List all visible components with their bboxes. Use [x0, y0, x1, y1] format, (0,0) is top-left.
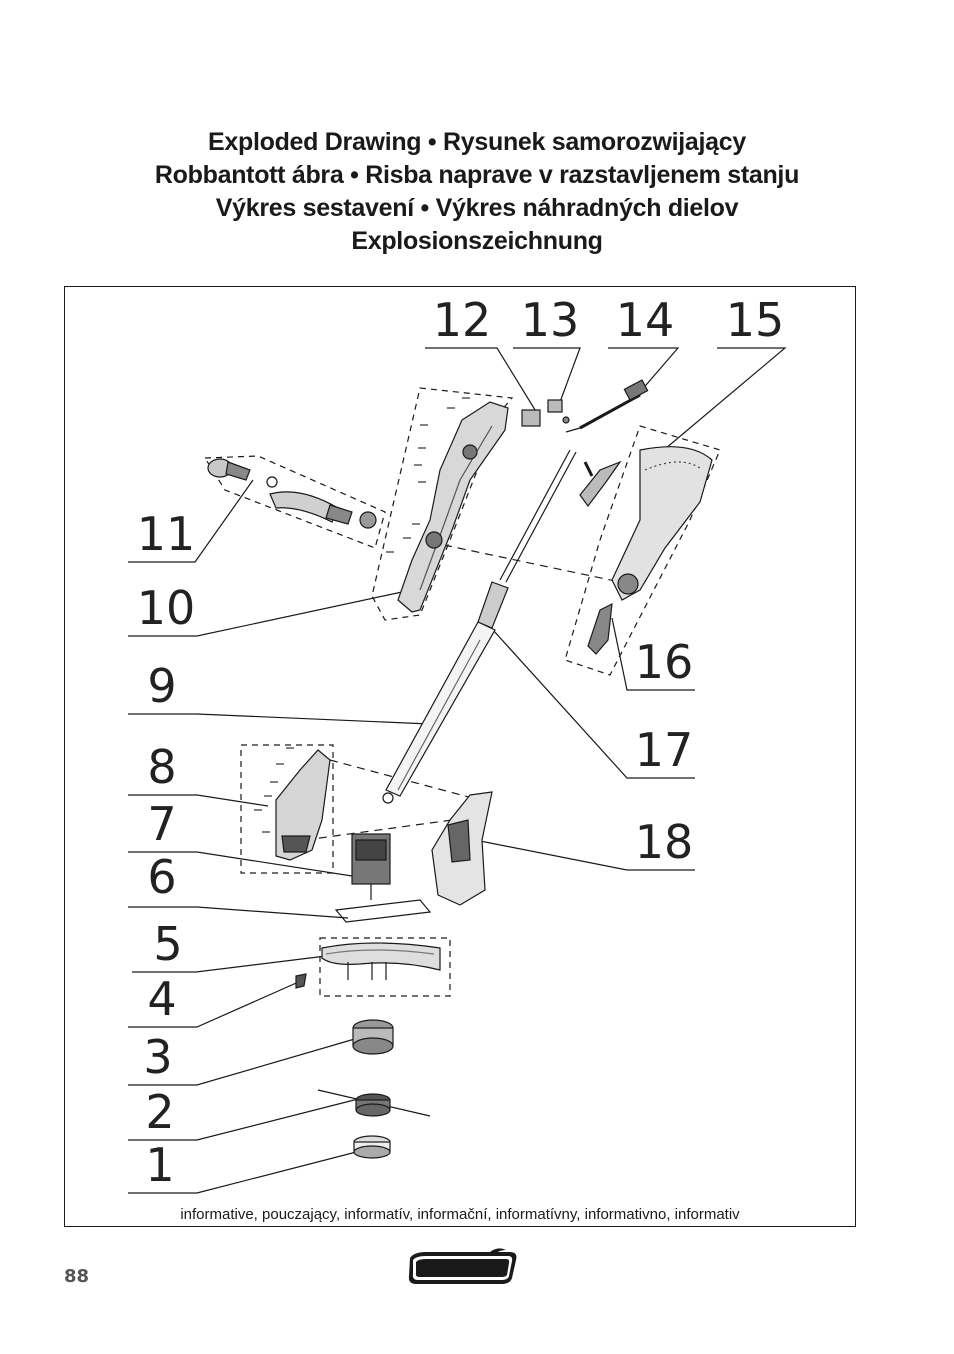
page-title: Exploded Drawing • Rysunek samorozwijają…: [0, 126, 954, 258]
spool: [317, 1089, 431, 1117]
screws-lower: [254, 747, 294, 833]
part-number-4: 4: [147, 972, 176, 1026]
leader-lines: [128, 347, 787, 1194]
title-line-3: Výkres sestavení • Výkres náhradných die…: [215, 194, 739, 222]
part-number-labels: 12 13 14 15 11 10 9 8 7 6 5 4 3 2 1 16 1…: [137, 293, 785, 1192]
part-number-3: 3: [143, 1030, 172, 1084]
spool-housing: [352, 1019, 394, 1055]
auxiliary-handle: [207, 458, 377, 529]
part-number-7: 7: [147, 797, 176, 851]
title-line-1: Exploded Drawing • Rysunek samorozwijają…: [208, 128, 746, 156]
part-number-16: 16: [635, 635, 694, 689]
florabest-logo: [408, 1248, 517, 1284]
spool-cap: [353, 1135, 391, 1159]
title-line-4: Explosionszeichnung: [351, 227, 603, 255]
part-number-5: 5: [153, 917, 182, 971]
part-number-2: 2: [145, 1085, 174, 1139]
handle-housing-right: [579, 446, 713, 655]
gasket: [334, 899, 432, 923]
motor-housing-left: [275, 749, 331, 861]
handle-housing-left: [397, 401, 509, 613]
assembly-lines: [304, 544, 621, 841]
page-number: 88: [64, 1266, 90, 1287]
part-number-11: 11: [137, 507, 196, 561]
guard: [295, 942, 441, 989]
switch-parts: [521, 399, 570, 427]
part-number-12: 12: [433, 293, 492, 347]
part-number-13: 13: [521, 293, 580, 347]
part-number-14: 14: [616, 293, 675, 347]
shaft: [382, 449, 577, 804]
part-number-18: 18: [635, 815, 694, 869]
part-number-10: 10: [137, 581, 196, 635]
group-boxes: [203, 387, 721, 997]
part-number-6: 6: [147, 850, 176, 904]
cable: [565, 379, 649, 433]
drawing-frame: [64, 286, 856, 1227]
part-number-9: 9: [147, 659, 176, 713]
motor-housing-right: [431, 791, 493, 906]
part-number-15: 15: [726, 293, 785, 347]
screws-upper: [386, 397, 470, 553]
part-number-17: 17: [635, 723, 694, 777]
part-number-1: 1: [145, 1138, 174, 1192]
motor: [351, 833, 391, 900]
title-line-2: Robbantott ábra • Risba naprave v razsta…: [154, 161, 800, 189]
part-number-8: 8: [147, 740, 176, 794]
drawing-caption: informative, pouczający, informatív, inf…: [180, 1206, 740, 1223]
